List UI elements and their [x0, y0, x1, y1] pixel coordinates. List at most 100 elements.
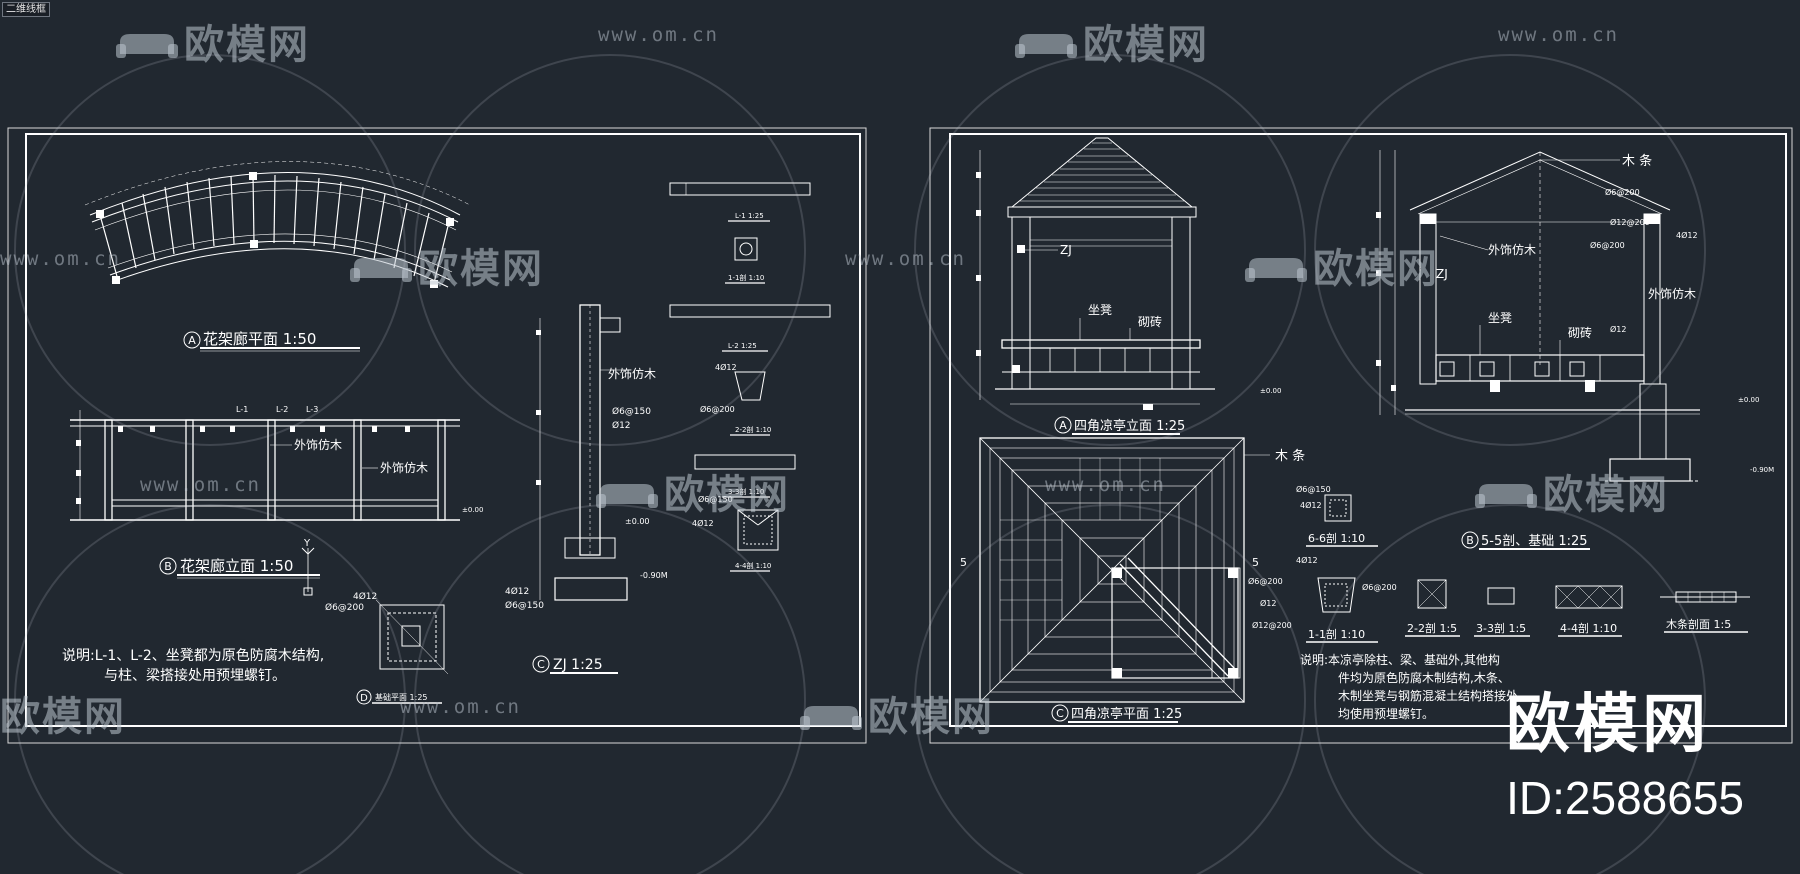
label-l2: L-2: [276, 405, 288, 414]
zj-level-zero: ±0.00: [625, 517, 650, 526]
pergola-note-line-1: 说明:L-1、L-2、坐凳都为原色防腐木结构,: [62, 647, 324, 664]
section-brick-label: 砌砖: [1568, 325, 1592, 340]
watermark-logo-text: 欧模网: [1083, 22, 1209, 68]
beam-l1-section: L-1 1:25: [669, 182, 811, 222]
watermark-logo-text: 欧模网: [184, 22, 310, 68]
sheet-1-inner-border: [25, 133, 861, 727]
s22-stirrup: Ø6@200: [700, 404, 735, 414]
section-outer-wood-1: 外饰仿木: [1488, 243, 1536, 257]
section-3-3-pavilion: 3-3剖 1:5: [1474, 587, 1530, 637]
beam-l2-section: L-2 1:25: [669, 304, 831, 352]
s44p-title: 4-4剖 1:10: [1560, 621, 1617, 635]
sofa-logo-icon: [1245, 258, 1307, 282]
plan-rebar-k: Ø12@200: [1252, 620, 1292, 630]
pavilion-elev-level: ±0.00: [1260, 387, 1281, 395]
pavilion-elev-zj-label: ZJ: [1060, 243, 1072, 257]
detail-d-rebar: 4Ø12: [353, 591, 377, 602]
elevation-marker: B: [164, 560, 172, 573]
s11-title: 1-1剖 1:10: [728, 273, 764, 282]
zj-level-minus: -0.90M: [640, 571, 668, 580]
s11p-stirrup: Ø6@200: [1362, 582, 1397, 592]
watermark-url-5: www.om.cn: [140, 474, 261, 496]
s66-title: 6-6剖 1:10: [1308, 531, 1365, 545]
s44-stirrup: Ø6@150: [698, 494, 733, 504]
detail-d-marker: D: [360, 693, 368, 704]
sofa-logo-icon: [596, 484, 658, 508]
plan-title-block: A 花架廊平面 1:50: [183, 330, 360, 352]
s22p-title: 2-2剖 1:5: [1407, 621, 1457, 635]
wood-strip-title: 木条剖面 1:5: [1666, 617, 1731, 631]
brand-name: 欧模网: [1506, 688, 1711, 762]
sofa-logo-icon: [350, 258, 412, 282]
s66-stirrup: Ø6@150: [1296, 484, 1331, 494]
sofa-logo-icon: [800, 706, 862, 730]
label-outer-wood-zj: 外饰仿木: [608, 367, 656, 381]
brand-block: 欧模网 ID:2588655: [1506, 690, 1744, 828]
section-rebar-d: 4Ø12: [1676, 230, 1698, 240]
s22-rebar: 4Ø12: [715, 362, 737, 372]
watermark-logo-text: 欧模网: [1313, 246, 1439, 292]
sheet-1: A 花架廊平面 1:50 L-1: [7, 127, 867, 744]
beam-3-3-section: 3-3剖 1:10: [694, 454, 796, 498]
level-zero-elev: ±0.00: [462, 506, 483, 514]
s44-rebar: 4Ø12: [692, 518, 714, 528]
plan-marker: C: [1056, 707, 1064, 720]
plan-marker: A: [188, 334, 196, 347]
section-6-6-detail: Ø6@150 4Ø12 6-6剖 1:10: [1296, 484, 1378, 547]
watermark-logo-2: 欧模网: [1015, 12, 1209, 70]
pavilion-section-title: 5-5剖、基础 1:25: [1481, 534, 1588, 549]
watermark-url-2: www.om.cn: [1498, 24, 1619, 46]
section-level-minus: -0.90M: [1750, 466, 1774, 474]
watermark-logo-1: 欧模网: [116, 12, 310, 70]
pergola-plan-title: 花架廊平面 1:50: [203, 330, 316, 348]
foundation-plan-detail: 4Ø12 Ø6@200 D 基础平面 1:25: [325, 591, 449, 705]
section-2-2-pavilion: 2-2剖 1:5: [1405, 579, 1460, 637]
section-rebar-e: Ø12: [1610, 324, 1626, 334]
section-seat-label: 坐凳: [1488, 310, 1512, 325]
s66-rebar: 4Ø12: [1300, 500, 1322, 510]
sofa-logo-icon: [1015, 34, 1077, 58]
section-rebar-c: Ø6@200: [1590, 240, 1625, 250]
pavilion-elev-marker: A: [1059, 419, 1067, 432]
pavilion-plan-title: 四角凉亭平面 1:25: [1071, 706, 1182, 722]
watermark-logo-3: 欧模网: [350, 236, 544, 294]
watermark-logo-7: 欧模网: [0, 684, 126, 742]
label-l3: L-3: [306, 405, 318, 414]
label-outer-wood-elev-2: 外饰仿木: [380, 461, 428, 475]
section-1-1-detail: 1-1剖 1:10: [725, 237, 765, 284]
label-l1: L-1: [236, 405, 248, 414]
watermark-circles: [14, 54, 1706, 874]
watermark-logo-text: 欧模网: [664, 472, 790, 518]
pavilion-note-line-3: 木制坐凳与钢筋混凝土结构搭接处: [1338, 688, 1518, 703]
section-rebar-b: Ø12@200: [1610, 217, 1650, 227]
sofa-logo-icon: [1475, 484, 1537, 508]
l1-title: L-1 1:25: [735, 212, 764, 220]
label-outer-wood-elev: 外饰仿木: [294, 438, 342, 452]
zj-marker: C: [537, 658, 545, 671]
zj-stirrup: Ø6@150: [612, 406, 651, 417]
sheet-2-outer-border: [929, 127, 1793, 744]
section-wood-strip-label: 木 条: [1622, 153, 1652, 169]
watermark-url-4: www.om.cn: [845, 248, 966, 270]
section-zj-label: ZJ: [1436, 267, 1448, 281]
watermark-url-7: www.om.cn: [400, 696, 521, 718]
plan-cut-5-right: 5: [1252, 556, 1259, 569]
plan-rebar-j: Ø12: [1260, 598, 1276, 608]
section-marker: B: [1466, 534, 1474, 547]
view-mode-tab[interactable]: 二维线框: [2, 2, 50, 17]
s33-title: 3-3剖 1:10: [728, 487, 764, 496]
watermark-logo-text: 欧模网: [418, 246, 544, 292]
plan-wood-strip-label: 木 条: [1275, 448, 1305, 464]
pergola-elevation-title: 花架廊立面 1:50: [180, 557, 293, 575]
watermark-url-6: www.om.cn: [1045, 474, 1166, 496]
section-2-2-detail: 4Ø12 Ø6@200 2-2剖 1:10: [700, 362, 771, 436]
s11p-title: 1-1剖 1:10: [1308, 627, 1365, 641]
pavilion-note-line-4: 均使用预埋螺钉。: [1338, 706, 1434, 721]
zj-foot-stirrup: Ø6@150: [505, 600, 544, 611]
pavilion-elevation-drawing: ZJ 坐凳 砌砖 ±0.00 A 四角凉亭立面 1:25: [976, 137, 1281, 435]
detail-d-stirrup: Ø6@200: [325, 602, 364, 613]
watermark-url-1: www.om.cn: [598, 24, 719, 46]
section-rebar-a: Ø6@200: [1605, 187, 1640, 197]
zj-title: ZJ 1:25: [553, 657, 603, 673]
